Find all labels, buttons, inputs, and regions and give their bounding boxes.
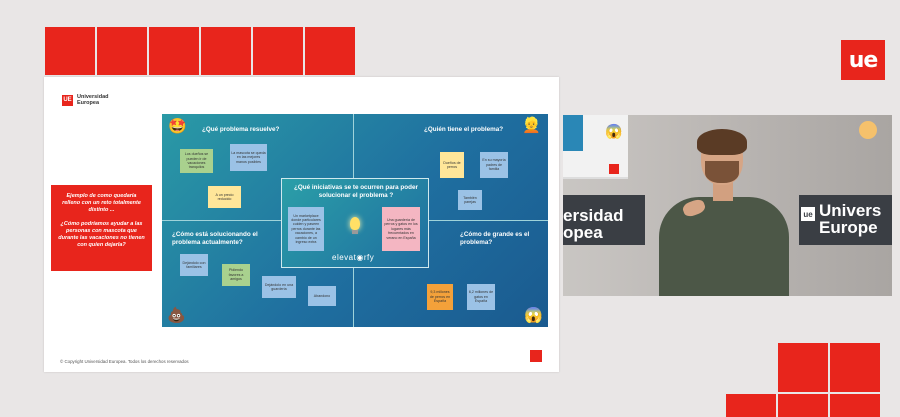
- video-screen-band: [563, 115, 583, 151]
- video-red-square: [609, 164, 619, 174]
- ue-logo: ue: [841, 40, 885, 80]
- question-top-left: ¿Qué problema resuelve?: [202, 126, 280, 133]
- decor-square: [305, 27, 355, 75]
- question-bottom-left: ¿Cómo está solucionando el problema actu…: [172, 231, 258, 246]
- sticky-note: A un precio reducido: [208, 186, 241, 208]
- speaker-video: 😱 ersidad opea ue Univers Europe: [563, 115, 892, 296]
- wall-sign-left-text: ersidad opea: [563, 206, 624, 242]
- speaker-body: [659, 197, 789, 296]
- speaker-beard: [705, 161, 739, 183]
- decor-square: [97, 27, 147, 75]
- sticky-note: Una guardería de perros y gatos en los l…: [382, 207, 420, 251]
- decor-square: [830, 394, 880, 417]
- initiatives-box: ¿Qué iniciativas se te ocurren para pode…: [281, 178, 429, 268]
- smiling-sunglasses-emoji-icon: 🤩: [168, 118, 187, 135]
- wall-sign-right-text: Univers Europe: [819, 201, 882, 237]
- decor-square: [253, 27, 303, 75]
- sticky-note: Pidiendo favores a amigos: [222, 264, 250, 286]
- question-center: ¿Qué iniciativas se te ocurren para pode…: [294, 184, 418, 199]
- slide-red-square: [530, 350, 542, 362]
- sticky-note: En su mayoría padres de familia: [480, 152, 508, 178]
- decor-square: [830, 343, 880, 392]
- challenge-intro: Ejemplo de como quedaría relleno con un …: [62, 193, 141, 213]
- speaker-hair: [697, 129, 747, 155]
- decor-square: [45, 27, 95, 75]
- decor-square: [778, 394, 828, 417]
- sticky-note: Dejándolo en una guardería: [262, 276, 296, 298]
- slide-logo-name: Universidad Europea: [77, 94, 109, 106]
- sticky-note: Un marketplace donde particulares cuiden…: [288, 207, 324, 251]
- sticky-note: La mascota se queda en las mejores manos…: [230, 144, 267, 171]
- slide-logo-mark: UE: [62, 94, 73, 106]
- elevatorfy-brand: elevat◉rfy: [332, 253, 375, 262]
- scream-emoji-icon: 😱: [524, 307, 543, 324]
- sticky-note: Abandono: [308, 286, 336, 306]
- lean-canvas: 🤩 ¿Qué problema resuelve? ¿Quién tiene e…: [162, 114, 548, 327]
- presentation-slide: UE Universidad Europea Ejemplo de como q…: [44, 77, 559, 372]
- question-bottom-right: ¿Cómo de grande es el problema?: [460, 231, 530, 246]
- lightbulb-base: [352, 230, 358, 234]
- sticky-note: Dueños de perros: [440, 152, 464, 178]
- person-emoji-icon: [859, 121, 877, 139]
- poop-emoji-icon: 💩: [167, 307, 186, 324]
- copyright-text: © Copyright Universidad Europea. Todos l…: [60, 359, 189, 364]
- lightbulb-icon: [350, 217, 360, 230]
- challenge-question: ¿Cómo podríamos ayudar a las personas co…: [58, 221, 145, 248]
- sticky-note: Dejándolo con familiares: [180, 254, 208, 276]
- sticky-note: 6,2 millones de gatos en España: [467, 284, 495, 310]
- slide-logo: UE Universidad Europea: [62, 94, 117, 106]
- wall-ue-logo: ue: [801, 207, 815, 221]
- sticky-note: Los dueños se pueden ir de vacaciones tr…: [180, 149, 213, 173]
- decor-square: [149, 27, 199, 75]
- sticky-note: También parejas: [458, 190, 482, 210]
- scream-emoji-icon: 😱: [605, 123, 623, 139]
- sticky-note: 9,3 millones de perros en España: [427, 284, 453, 310]
- decor-square: [726, 394, 776, 417]
- decor-square: [201, 27, 251, 75]
- decor-square: [778, 343, 828, 392]
- video-screen: 😱: [563, 115, 628, 179]
- person-emoji-icon: 👱: [522, 117, 541, 134]
- question-top-right: ¿Quién tiene el problema?: [424, 126, 504, 133]
- wall-sign-left: [563, 195, 645, 245]
- challenge-box: Ejemplo de como quedaría relleno con un …: [51, 185, 152, 271]
